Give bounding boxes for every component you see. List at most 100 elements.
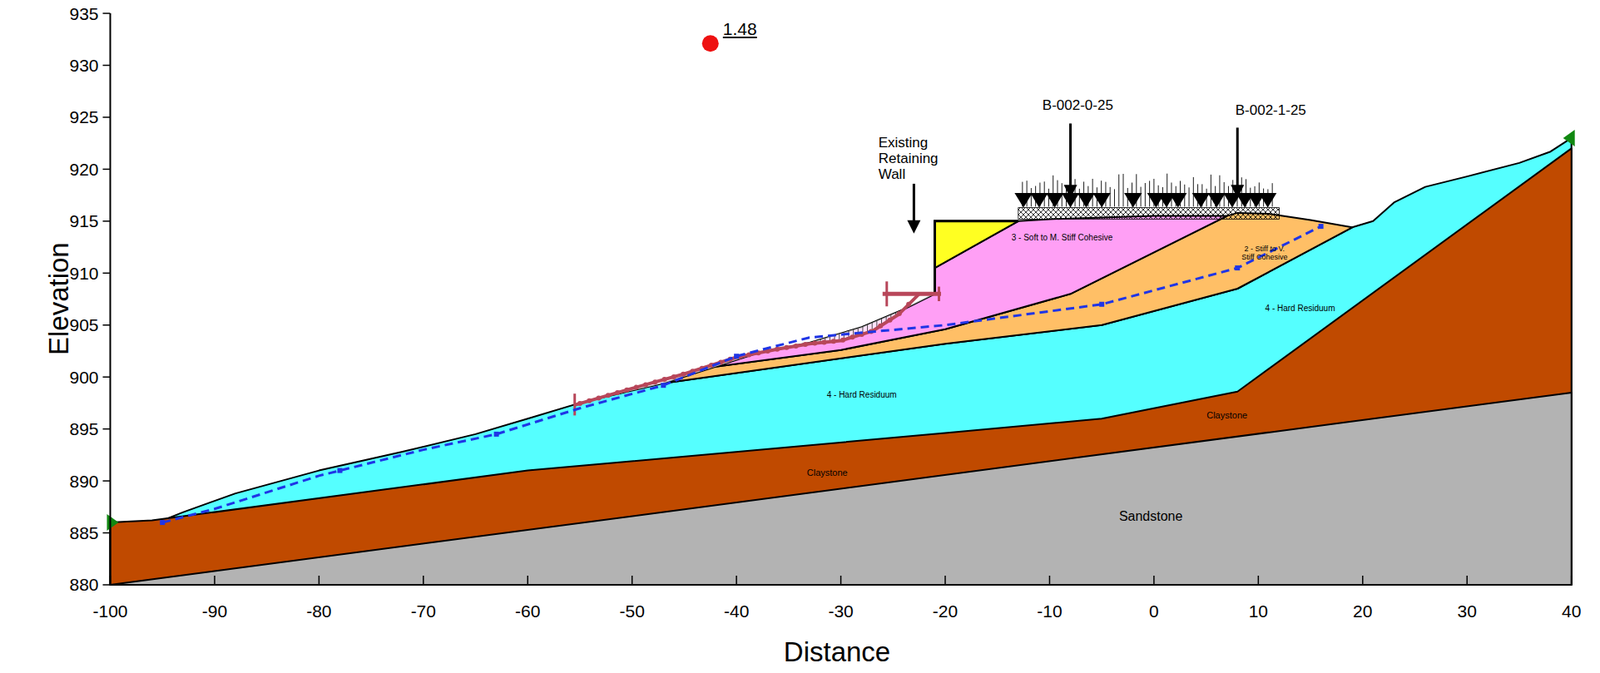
layer-name: 4 - Hard Residuum [1265,303,1336,313]
stiff-cohesive-layer [663,213,1353,384]
tick-label: -40 [723,601,749,621]
boring-arrow [1236,127,1239,187]
slip-point [624,387,630,393]
slip-end [573,393,576,416]
load-line [1193,177,1194,207]
anchor-end [885,281,888,307]
tick-label: 905 [69,315,99,335]
tick-label: -20 [932,601,958,621]
slip-point [634,385,640,391]
boundary-marker [1563,129,1576,147]
load-line [1092,178,1094,207]
load-line [1118,174,1120,208]
x-tick [631,575,634,585]
tick-label: 0 [1149,601,1160,621]
x-tick [1258,575,1260,585]
slip-point [643,381,649,387]
load-arrowhead [1045,193,1064,209]
load-arrowhead [1258,193,1277,209]
y-axis [109,13,112,585]
claystone-layer [110,148,1572,585]
tick-label: -70 [411,601,436,621]
slip-point [605,392,611,398]
y-tick [103,428,111,431]
layer-name: 3 - Soft to M. Stiff Cohesive [1011,232,1114,243]
x-tick [735,575,738,585]
x-tick [1153,575,1155,585]
anchor-bar [882,292,942,297]
load-line [1109,187,1111,208]
x-tick [1570,575,1573,585]
load-line [1188,187,1190,207]
tick-label: 925 [69,107,99,127]
layer-name: 2 - Stiff to V. Stiff Cohesive [1238,245,1292,263]
tick-label: 880 [69,574,99,595]
tick-label: -30 [827,601,853,621]
tick-label: 895 [69,419,99,439]
load-line [1123,173,1125,207]
slip-point [877,323,883,329]
slip-point [896,311,902,317]
slip-point [671,374,677,380]
axis-title: Distance [783,637,891,668]
surcharge-band [1018,208,1280,220]
slip-center [702,34,719,52]
water-point [660,382,666,388]
wall-backfill [935,221,1019,268]
load-arrowhead [1208,193,1226,209]
boundary-marker [107,514,119,531]
tick-label: -50 [619,601,645,621]
retaining-wall [935,221,1019,295]
y-tick [103,584,111,586]
load-arrowhead [1093,193,1111,209]
tick-label: 10 [1248,601,1269,621]
tick-label: 915 [69,211,99,231]
slip-point [652,379,658,385]
y-tick [103,168,111,171]
layer-name: 4 - Hard Residuum [827,390,897,400]
y-tick [103,376,111,378]
factor-of-safety: 1.48 [723,19,758,39]
load-arrowhead [1030,193,1048,209]
sandstone-layer [110,392,1572,585]
slip-point [822,339,828,345]
water-point [336,468,342,474]
slip-point [586,398,592,404]
slip-point [887,317,893,323]
load-arrowhead [1077,193,1095,209]
y-tick [103,12,111,15]
slip-point [812,341,818,347]
slip-point [831,338,837,344]
boring-label: B-002-1-25 [1235,103,1307,119]
anchor-end [937,287,941,302]
load-line [1074,178,1076,207]
tick-label: 930 [69,55,99,75]
slip-point [577,401,583,407]
slip-point [662,376,668,382]
y-tick [103,324,111,327]
wall-callout: Existing Retaining Wall [878,135,939,183]
load-arrowhead [1192,193,1210,209]
y-tick [103,480,111,482]
slip-point [906,302,912,308]
axis-title: Elevation [44,242,75,356]
tick-label: 20 [1352,601,1373,621]
x-tick [318,575,321,585]
tick-label: -60 [515,601,540,621]
y-tick [103,64,111,67]
water-point [159,520,165,526]
wall-arrow [912,183,916,223]
y-tick [103,532,111,535]
tick-label: 885 [69,523,99,543]
load-line [1030,188,1032,207]
slip-surface [574,293,920,406]
load-arrowhead [1014,193,1032,209]
slip-point [802,341,808,347]
water-table [162,226,1321,523]
x-tick [1362,575,1364,585]
boring-arrow-head [1064,184,1078,199]
tick-label: 900 [69,367,99,387]
load-line [1210,174,1212,207]
